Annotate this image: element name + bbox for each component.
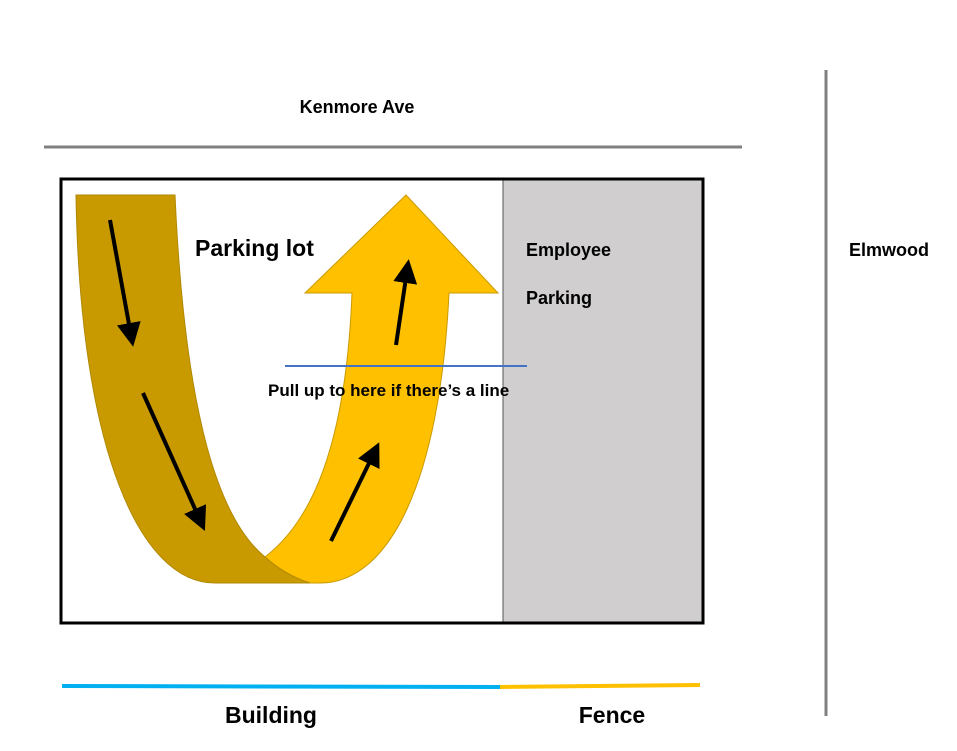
fence-label: Fence <box>579 702 645 728</box>
elmwood-label: Elmwood <box>849 240 929 260</box>
employee-label-line1: Employee <box>526 240 611 260</box>
building-label: Building <box>225 702 317 728</box>
direction-arrow-down-1 <box>108 219 141 347</box>
employee-parking-area <box>502 178 704 624</box>
direction-arrow-up-1 <box>329 442 380 542</box>
direction-arrow-up-2 <box>393 259 418 346</box>
direction-arrow-down-2 <box>141 392 207 531</box>
parking-lot-boundary <box>59 177 705 625</box>
parking-lot-label: Parking lot <box>195 235 314 261</box>
fence-edge-line <box>499 683 701 689</box>
entry-path-band <box>75 194 311 584</box>
kenmore-label: Kenmore Ave <box>300 97 415 117</box>
employee-label-line2: Parking <box>526 288 592 308</box>
building-edge-line <box>61 684 501 689</box>
queue-note: Pull up to here if there’s a line <box>268 381 509 400</box>
